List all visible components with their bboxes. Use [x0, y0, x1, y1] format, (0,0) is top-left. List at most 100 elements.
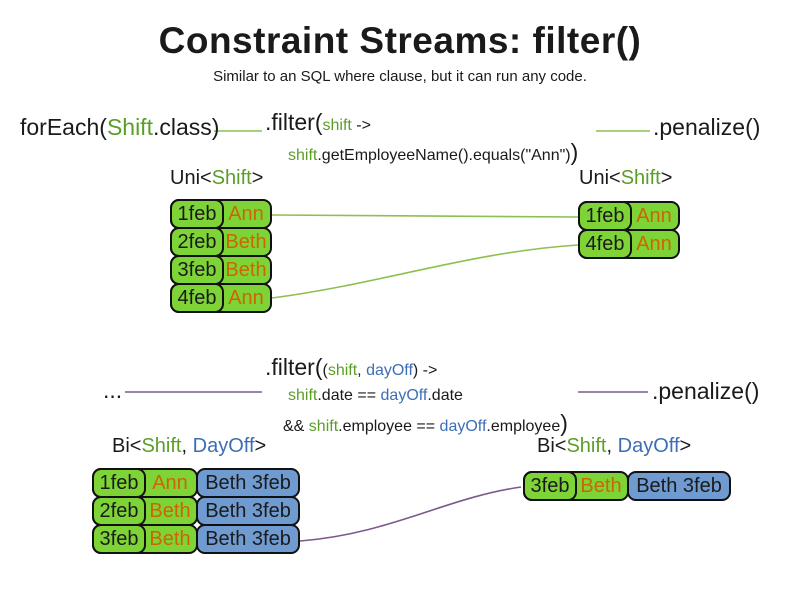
- bi-filter-line1: .filter((shift, dayOff) ->: [265, 354, 568, 381]
- bi-penalize-code: .penalize(): [652, 378, 760, 404]
- uni-source-code: forEach(Shift.class): [20, 114, 219, 141]
- shift-date-cell: 3feb: [170, 255, 224, 285]
- foreach-type: Shift: [106, 114, 153, 140]
- uni-label-suffix: >: [660, 167, 673, 189]
- filter-param-shift: shift: [327, 362, 358, 379]
- expr-dayoff: dayOff: [439, 418, 487, 435]
- shift-employee-cell: Ann: [228, 202, 264, 225]
- bi-label-suffix: >: [679, 435, 692, 457]
- uni-label-type: Shift: [620, 167, 661, 189]
- expr-shift: shift: [308, 418, 339, 435]
- table-row: 1feb Ann Beth 3feb: [92, 468, 300, 498]
- bi-label-type2: DayOff: [192, 435, 255, 457]
- uni-left-label: Uni<Shift>: [170, 167, 263, 190]
- dayoff-card: Beth 3feb: [627, 471, 731, 501]
- bi-label-type1: Shift: [566, 435, 607, 457]
- uni-label-prefix: Uni<: [579, 167, 621, 189]
- uni-label-suffix: >: [251, 167, 264, 189]
- filter-body-param: shift: [288, 147, 318, 164]
- foreach-suffix: .class): [152, 114, 220, 140]
- uni-match-line-1feb: [271, 214, 579, 218]
- filter-method: .filter(: [265, 109, 323, 135]
- expr-and: &&: [283, 418, 309, 435]
- shift-date-cell: 4feb: [170, 283, 224, 313]
- bi-filter-line3: && shift.employee == dayOff.employee): [283, 410, 568, 437]
- shift-employee-cell: Beth: [580, 474, 622, 497]
- shift-employee-cell: Beth: [225, 258, 267, 281]
- filter-close-paren: ): [570, 139, 579, 165]
- uni-right-label: Uni<Shift>: [579, 167, 672, 190]
- uni-filter-line2: shift.getEmployeeName().equals("Ann")): [288, 139, 578, 166]
- bi-label-prefix: Bi<: [537, 435, 567, 457]
- shift-date-cell: 3feb: [92, 524, 146, 554]
- shift-date-cell: 1feb: [578, 201, 632, 231]
- shift-date-cell: 1feb: [170, 199, 224, 229]
- shift-date-cell: 1feb: [92, 468, 146, 498]
- uni-match-line-4feb: [271, 244, 579, 299]
- filter-param-shift: shift: [322, 117, 352, 134]
- shift-employee-cell: Ann: [152, 471, 188, 494]
- dayoff-card: Beth 3feb: [196, 524, 300, 554]
- expr-end: .employee: [486, 418, 561, 435]
- page-subtitle: Similar to an SQL where clause, but it c…: [213, 68, 587, 85]
- shift-date-cell: 3feb: [523, 471, 577, 501]
- filter-method: .filter(: [265, 354, 323, 380]
- uni-label-type: Shift: [211, 167, 252, 189]
- bi-filter-line2: shift.date == dayOff.date: [288, 387, 568, 405]
- filter-open-paren: (: [322, 362, 328, 379]
- uni-filter-code: .filter(shift -> shift.getEmployeeName()…: [265, 109, 578, 166]
- bi-match-line-3feb: [299, 486, 522, 542]
- bi-label-type1: Shift: [141, 435, 182, 457]
- shift-employee-cell: Beth: [225, 230, 267, 253]
- shift-employee-cell: Ann: [228, 286, 264, 309]
- dayoff-card: Beth 3feb: [196, 468, 300, 498]
- expr-end: .date: [427, 387, 463, 404]
- shift-date-cell: 2feb: [92, 496, 146, 526]
- filter-close-paren: ): [560, 410, 568, 436]
- dayoff-card: Beth 3feb: [196, 496, 300, 526]
- bi-label-comma: ,: [606, 435, 618, 457]
- filter-arrow: ->: [351, 117, 371, 134]
- expr-mid: .employee ==: [338, 418, 440, 435]
- filter-body-expr: .getEmployeeName().equals("Ann"): [317, 147, 571, 164]
- uni-penalize-code: .penalize(): [653, 114, 761, 140]
- shift-card: 1feb Ann: [92, 468, 198, 498]
- uni-filter-line1: .filter(shift ->: [265, 109, 578, 136]
- bi-right-label: Bi<Shift, DayOff>: [537, 435, 691, 458]
- filter-arrow: ) ->: [412, 362, 438, 379]
- shift-date-cell: 4feb: [578, 229, 632, 259]
- bi-left-label: Bi<Shift, DayOff>: [112, 435, 266, 458]
- uni-label-prefix: Uni<: [170, 167, 212, 189]
- shift-employee-cell: Beth: [149, 527, 191, 550]
- shift-employee-cell: Ann: [636, 232, 672, 255]
- shift-date-cell: 2feb: [170, 227, 224, 257]
- bi-label-type2: DayOff: [617, 435, 680, 457]
- bi-source-ellipsis: ...: [103, 377, 123, 403]
- page-title: Constraint Streams: filter(): [158, 20, 642, 61]
- expr-mid: .date ==: [317, 387, 381, 404]
- shift-employee-cell: Beth: [149, 499, 191, 522]
- bi-label-comma: ,: [181, 435, 193, 457]
- expr-dayoff: dayOff: [380, 387, 428, 404]
- filter-param-dayoff: dayOff: [366, 362, 413, 379]
- expr-shift: shift: [288, 387, 318, 404]
